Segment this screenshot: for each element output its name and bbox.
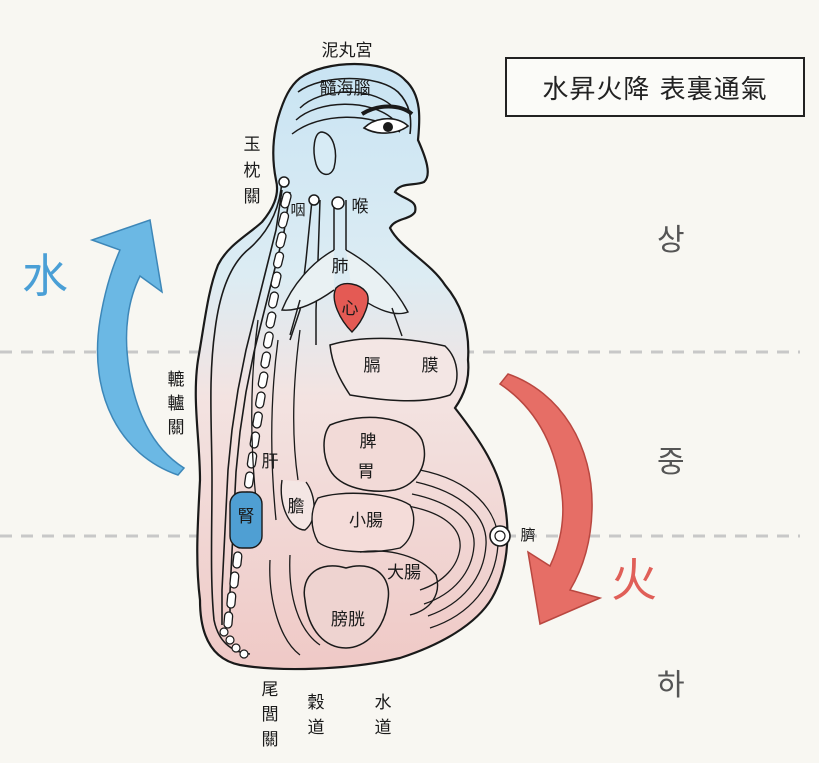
zone-middle: 중 <box>657 445 685 480</box>
label-gan: 肝 <box>262 452 279 472</box>
label-gokdo-2: 道 <box>308 718 325 738</box>
label-mak: 膜 <box>422 356 439 376</box>
spine-link <box>257 371 269 389</box>
zone-upper: 상 <box>657 223 685 258</box>
label-sin: 腎 <box>238 507 255 527</box>
zone-lower: 하 <box>657 668 685 703</box>
navel <box>489 525 511 547</box>
water-arrow-label: 水 <box>22 249 68 303</box>
spine-link <box>229 571 240 589</box>
spine-link <box>277 211 290 229</box>
spine-link <box>223 611 234 629</box>
fire-arrow <box>498 373 603 626</box>
spine-link <box>232 551 243 569</box>
small-intestine <box>311 492 415 553</box>
label-wi: 胃 <box>358 462 375 482</box>
label-hu: 喉 <box>352 197 369 217</box>
okchim-ring <box>278 176 290 188</box>
label-banggwang: 膀胱 <box>331 610 365 630</box>
label-pye: 肺 <box>332 257 349 277</box>
spine-link <box>270 271 282 289</box>
label-sojang: 小腸 <box>349 511 383 531</box>
navel-inner <box>494 530 506 542</box>
kidney <box>229 491 263 549</box>
intestine-coils <box>407 469 499 629</box>
spine-link <box>243 471 255 489</box>
pharynx-ring <box>308 194 320 206</box>
label-miro-1: 尾 <box>262 680 279 700</box>
heart <box>333 282 369 333</box>
water-arrow <box>89 219 186 476</box>
diaphragm <box>329 337 458 402</box>
spine-link <box>252 411 263 429</box>
label-bi: 脾 <box>360 432 377 452</box>
inner-outline <box>210 77 412 655</box>
spine-link <box>275 231 287 249</box>
fire-arrow-label: 火 <box>611 553 657 607</box>
label-dam: 膽 <box>288 497 305 517</box>
label-gokdo-1: 穀 <box>308 693 325 713</box>
ear <box>313 131 337 176</box>
spine-link <box>265 311 277 329</box>
spine-link <box>246 451 258 469</box>
label-roknogwan-3: 關 <box>168 418 185 438</box>
spine-link <box>272 251 285 269</box>
label-okchim-3: 關 <box>244 187 261 207</box>
label-nihwan: 泥丸宮 <box>322 41 373 61</box>
label-gyeok: 膈 <box>364 356 381 376</box>
label-sim: 心 <box>342 299 359 319</box>
label-miro-2: 閭 <box>262 705 279 725</box>
spine-link <box>267 291 280 309</box>
label-roknogwan-1: 轆 <box>168 370 185 390</box>
spine-link <box>280 191 292 209</box>
label-sudo-1: 水 <box>375 693 392 713</box>
large-intestine <box>359 550 439 616</box>
spine-link <box>260 351 272 369</box>
tailbone-beads <box>219 627 249 659</box>
label-yeon: 咽 <box>290 201 305 219</box>
lungs <box>281 249 409 337</box>
label-daejang: 大腸 <box>387 563 421 583</box>
title-box: 水昇火降 表裏通氣 <box>505 57 805 117</box>
label-okchim-2: 枕 <box>244 161 261 181</box>
liver <box>251 319 301 521</box>
label-suhae: 髓海腦 <box>320 79 371 99</box>
stomach <box>323 416 426 492</box>
label-roknogwan-2: 轤 <box>168 394 185 414</box>
eyebrow <box>360 104 414 116</box>
label-miro-3: 關 <box>262 730 279 750</box>
larynx-ring <box>331 196 345 210</box>
label-je: 臍 <box>520 526 535 544</box>
label-sudo-2: 道 <box>375 718 392 738</box>
pelvis-lines <box>269 554 321 656</box>
bladder <box>303 565 390 649</box>
eye-pupil <box>383 122 393 132</box>
spine-link <box>226 591 237 609</box>
spine-link <box>262 331 274 349</box>
spine-link <box>254 391 266 409</box>
label-okchim-1: 玉 <box>244 135 261 155</box>
gallbladder <box>280 479 315 531</box>
